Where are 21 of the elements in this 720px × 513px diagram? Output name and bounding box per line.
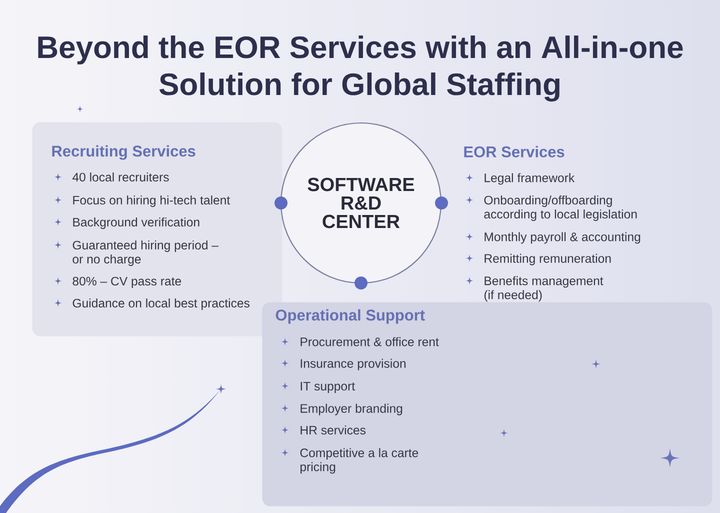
- list-item: 40 local recruiters: [72, 172, 169, 182]
- list-item: Procurement & office rent: [300, 337, 439, 346]
- list-item: Guaranteed hiring period – or no charge: [72, 240, 218, 266]
- section-heading: Operational Support: [276, 309, 425, 324]
- list-item: Benefits management (if needed): [484, 276, 604, 302]
- section-heading: EOR Services: [464, 146, 564, 158]
- list-item: Monthly payroll & accounting: [484, 232, 640, 244]
- list-item: 80% – CV pass rate: [72, 276, 182, 288]
- list-item: Onboarding/offboarding according to local legislation: [484, 195, 637, 221]
- section-heading: Recruiting Services: [52, 145, 196, 160]
- title: Beyond the EOR Services with an All-in-one Solution for Global Staffing: [38, 36, 683, 102]
- list-item: Insurance provision: [300, 358, 406, 370]
- list-item: Background verification: [73, 217, 200, 229]
- list-item: Employer branding: [300, 404, 402, 416]
- list-item: IT support: [300, 382, 355, 393]
- list-item: Focus on hiring hi-tech talent: [73, 195, 230, 207]
- list-item: Competitive a la carte pricing: [300, 448, 418, 474]
- list-item: Guidance on local best practices: [72, 298, 250, 310]
- list-item: Legal framework: [484, 173, 575, 185]
- list-item: HR services: [300, 425, 366, 435]
- list-item: Remitting remuneration: [484, 254, 611, 266]
